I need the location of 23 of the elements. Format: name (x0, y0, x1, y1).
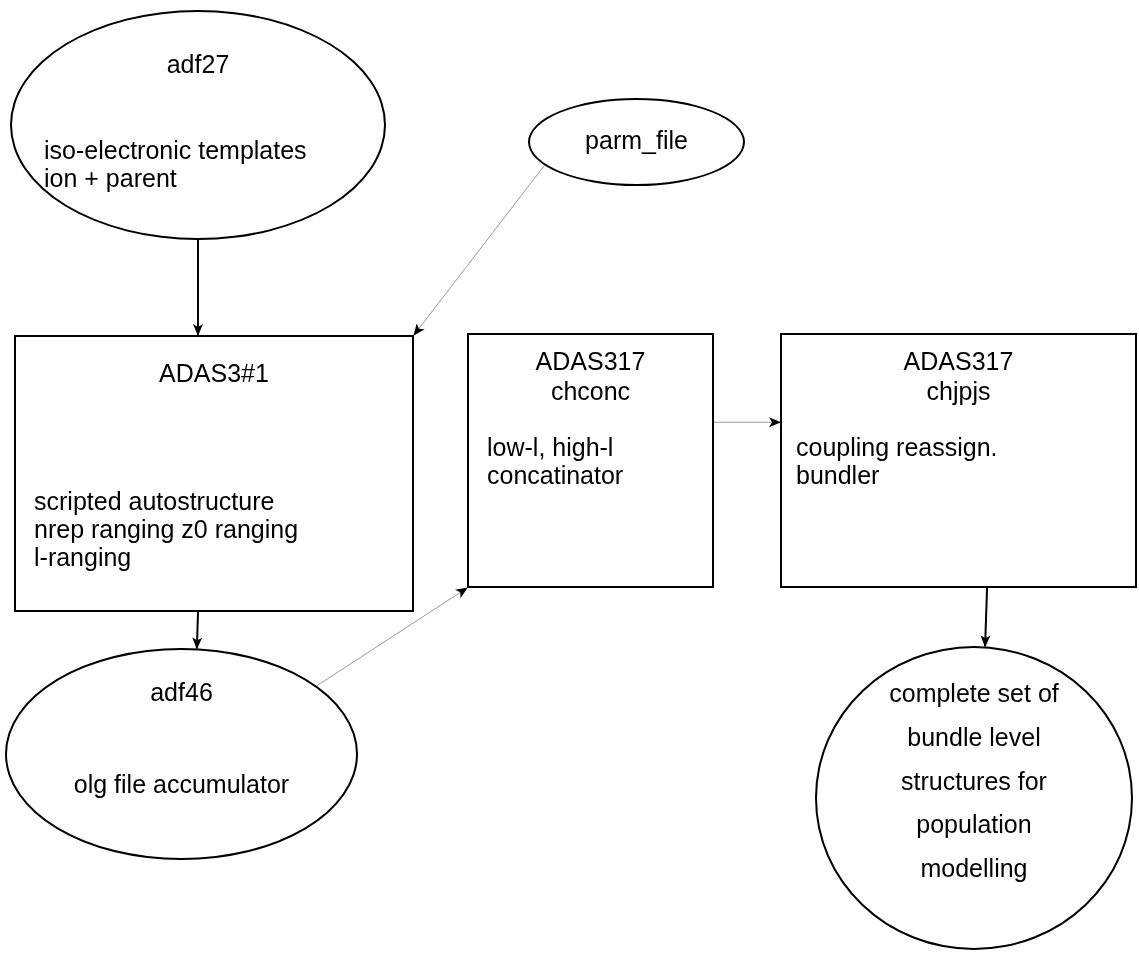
node-text: complete set of bundle level structures for population modelling (888, 678, 1060, 884)
node-title: adf46 (149, 678, 214, 706)
arrow (713, 417, 781, 428)
arrow (980, 587, 991, 648)
arrow (316, 587, 468, 687)
node-text: chjpjs (925, 377, 992, 405)
arrow (193, 239, 203, 336)
node-title: ADAS317 (534, 347, 647, 375)
node-text: parm_file (584, 126, 689, 154)
node-text: low-l, high-l concatinator (487, 433, 625, 489)
node-text: scripted autostructure nrep ranging z0 ranging l-ranging (34, 487, 300, 571)
process-box (467, 333, 714, 588)
process-box (14, 335, 414, 612)
node-text: iso-electronic templates ion + parent (44, 136, 308, 192)
node-title: ADAS317 (902, 347, 1015, 375)
arrow (192, 611, 203, 650)
node-text: chconc (549, 377, 632, 405)
process-box (780, 333, 1137, 588)
arrow (413, 164, 545, 336)
node-text: coupling reassign. bundler (796, 433, 999, 489)
node-text: olg file accumulator (72, 770, 291, 798)
node-title: ADAS3#1 (158, 359, 270, 387)
node-title: adf27 (165, 50, 231, 78)
